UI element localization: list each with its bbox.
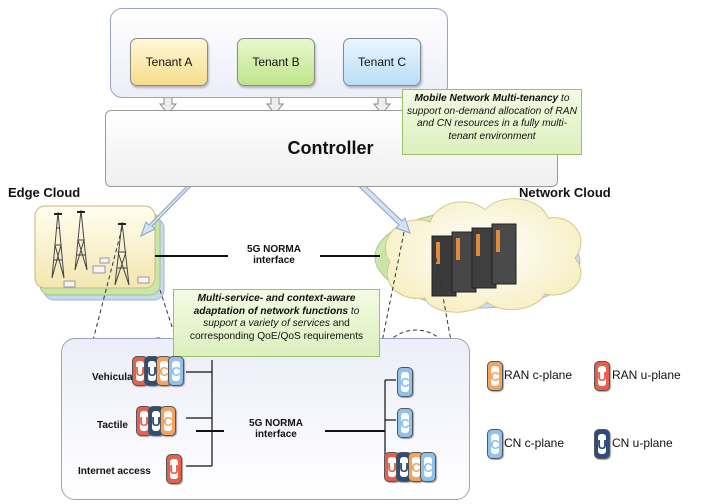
internet-ran-u-tile: U <box>166 454 182 484</box>
tenant-a-box[interactable]: Tenant A <box>130 38 208 86</box>
small-cell-box-icons <box>63 257 150 288</box>
multi-service-callout: Multi-service- and context-aware adaptat… <box>173 289 380 357</box>
interface-label-bottom-line2: interface <box>255 429 297 440</box>
callout-mid-bold: Multi-service- and context-aware adaptat… <box>193 293 356 317</box>
legend-cn-u-icon: U <box>594 429 610 459</box>
interface-label-top-line2: interface <box>253 255 295 266</box>
interface-label-top-line1: 5G NORMA <box>247 244 301 255</box>
interface-label-bottom-line1: 5G NORMA <box>249 418 303 429</box>
service-label-internet: Internet access <box>78 466 151 477</box>
legend-ran-u-icon: U <box>594 361 610 391</box>
network-cn-c-tile-2: C <box>397 408 413 438</box>
tenant-c-box[interactable]: Tenant C <box>343 38 421 86</box>
callout-mid-text2: and corresponding QoE/QoS requirements <box>189 318 364 342</box>
legend-ran-u-label: RAN u-plane <box>612 368 681 382</box>
network-cn-c-tile-1: C <box>397 367 413 397</box>
interface-label-top: 5G NORMA interface <box>228 244 320 266</box>
interface-label-bottom: 5G NORMA interface <box>230 418 322 440</box>
legend-cn-u-label: CN u-plane <box>612 436 673 450</box>
tower-icon <box>51 209 130 286</box>
server-rack-icon <box>431 223 517 297</box>
service-label-vehicular: Vehicular <box>92 372 137 383</box>
vehicular-cn-c-tile: C <box>168 356 184 386</box>
edge-cloud-heading: Edge Cloud <box>8 185 81 200</box>
legend-ran-c-label: RAN c-plane <box>504 368 573 382</box>
callout-top-text: to support on-demand allocation of RAN a… <box>407 93 577 142</box>
callout-mid-text: to support a variety of services <box>203 305 360 330</box>
tactile-ran-c-tile: C <box>160 406 176 436</box>
multi-tenancy-callout: Mobile Network Multi-tenancy to support … <box>402 89 582 155</box>
tenant-b-box[interactable]: Tenant B <box>237 38 315 86</box>
callout-top-bold: Mobile Network Multi-tenancy <box>414 93 559 104</box>
network-cn-c-tile-3: C <box>420 452 436 482</box>
legend-ran-c-icon: C <box>487 361 503 391</box>
legend-cn-c-icon: C <box>487 429 503 459</box>
network-cloud-heading: Network Cloud <box>519 185 611 200</box>
legend-cn-c-label: CN c-plane <box>504 436 565 450</box>
service-label-tactile: Tactile <box>97 420 128 431</box>
connection-lines <box>186 360 396 467</box>
controller-label: Controller <box>287 138 374 158</box>
